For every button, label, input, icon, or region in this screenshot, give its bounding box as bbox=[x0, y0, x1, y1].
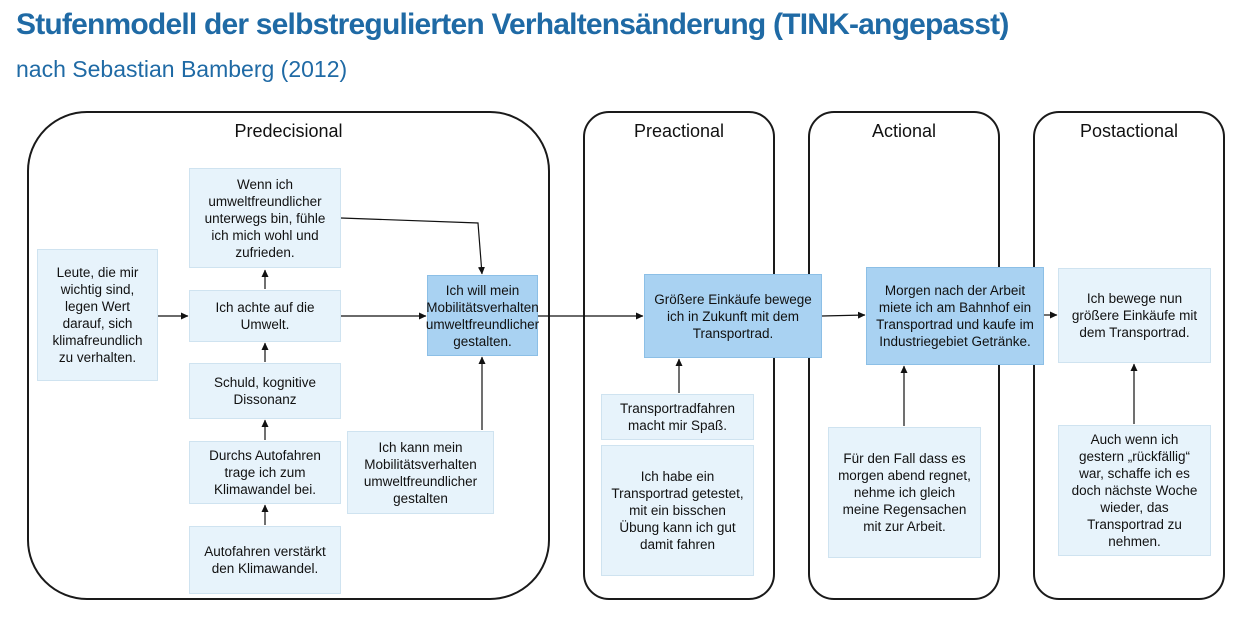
box-nun: Ich bewege nun größere Einkäufe mit dem … bbox=[1058, 268, 1211, 363]
arrow-wenn-will bbox=[340, 217, 485, 275]
box-achte: Ich achte auf die Umwelt. bbox=[189, 290, 341, 342]
box-durchs: Durchs Autofahren trage ich zum Klimawan… bbox=[189, 441, 341, 504]
box-kann: Ich kann mein Mobilitätsverhalten umwelt… bbox=[347, 431, 494, 514]
box-autofahren: Autofahren verstärkt den Klimawandel. bbox=[189, 526, 341, 594]
stage-label-actional: Actional bbox=[871, 121, 937, 141]
stage-label-predecisional: Predecisional bbox=[234, 121, 343, 141]
box-groessere: Größere Einkäufe bewege ich in Zukunft m… bbox=[644, 274, 822, 358]
box-will: Ich will mein Mobilitätsverhalten umwelt… bbox=[426, 275, 539, 356]
box-wenn: Wenn ich umweltfreundlicher unterwegs bi… bbox=[189, 168, 341, 268]
stage-label-preactional: Preactional bbox=[633, 121, 725, 141]
box-morgen: Morgen nach der Arbeit miete ich am Bahn… bbox=[866, 267, 1044, 365]
box-regnet: Für den Fall dass es morgen abend regnet… bbox=[828, 427, 981, 558]
box-getestet: Ich habe ein Transportrad getestet, mit … bbox=[601, 445, 754, 576]
box-schuld: Schuld, kognitive Dissonanz bbox=[189, 363, 341, 419]
box-spass: Transportradfahren macht mir Spaß. bbox=[601, 394, 754, 440]
box-leute: Leute, die mir wichtig sind, legen Wert … bbox=[37, 249, 158, 381]
box-rueckfaellig: Auch wenn ich gestern „rückfällig“ war, … bbox=[1058, 425, 1211, 556]
stage-label-postactional: Postactional bbox=[1079, 121, 1179, 141]
page-subtitle: nach Sebastian Bamberg (2012) bbox=[16, 56, 348, 82]
page-title: Stufenmodell der selbstregulierten Verha… bbox=[16, 8, 1009, 41]
arrow-groessere-morgen bbox=[821, 311, 866, 319]
